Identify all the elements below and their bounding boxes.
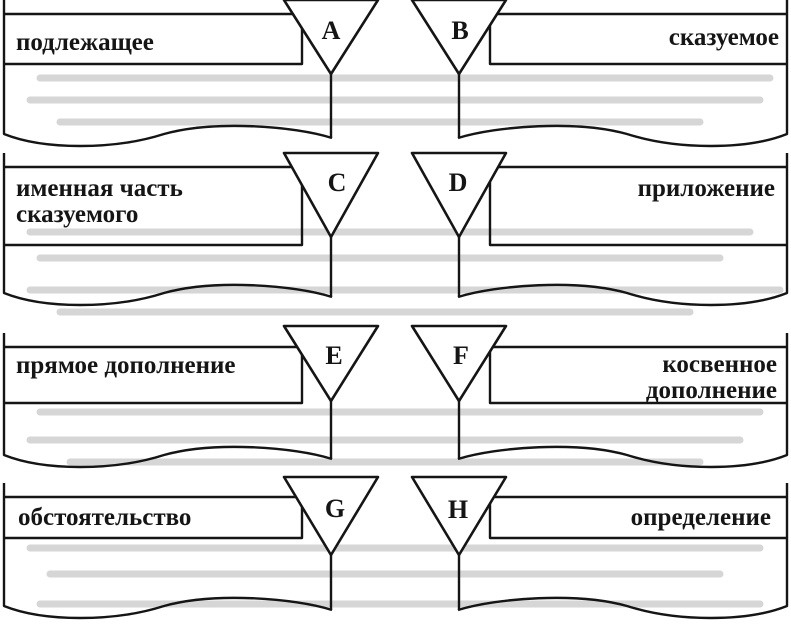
label-predicate: сказуемое bbox=[668, 24, 779, 51]
right-label-box-2 bbox=[488, 345, 787, 405]
left-flag-outline-0 bbox=[2, 0, 333, 148]
left-label-box-0 bbox=[4, 12, 304, 66]
right-label-box-0 bbox=[488, 12, 787, 66]
label-adverbial: обстоятельство bbox=[18, 504, 192, 531]
diagram-rows bbox=[2, 0, 789, 620]
label-indirect-object-line2: дополнение bbox=[645, 377, 777, 404]
label-apposition: приложение bbox=[637, 175, 775, 202]
right-flag-outline-0 bbox=[457, 0, 789, 148]
left-label-box-3 bbox=[4, 495, 304, 540]
label-nominal-part-line2: сказуемого bbox=[16, 201, 139, 228]
right-funnel-1 bbox=[410, 151, 508, 239]
right-funnel-0 bbox=[410, 0, 508, 76]
left-flag-outline-1 bbox=[2, 153, 333, 307]
letter-b: B bbox=[451, 16, 469, 45]
left-label-box-2 bbox=[4, 345, 304, 405]
right-label-box-3 bbox=[488, 495, 787, 540]
letter-d: D bbox=[448, 168, 468, 197]
right-flag-outline-2 bbox=[457, 333, 789, 469]
left-funnel-3 bbox=[282, 475, 380, 557]
right-funnel-3 bbox=[410, 475, 508, 557]
left-flag-outline-3 bbox=[2, 483, 333, 620]
label-direct-object: прямое дополнение bbox=[16, 352, 236, 379]
right-funnel-2 bbox=[410, 324, 508, 403]
label-nominal-part-line1: именная часть bbox=[16, 175, 183, 202]
letter-a: A bbox=[321, 16, 341, 45]
letter-h: H bbox=[447, 495, 469, 524]
right-label-box-1 bbox=[488, 165, 787, 247]
left-funnel-1 bbox=[282, 151, 380, 239]
letter-g: G bbox=[324, 494, 346, 523]
left-funnel-2 bbox=[282, 324, 380, 403]
label-attribute: определение bbox=[630, 504, 771, 531]
right-flag-outline-1 bbox=[457, 153, 789, 307]
label-indirect-object-line1: косвенное bbox=[662, 351, 777, 378]
left-flag-outline-2 bbox=[2, 333, 333, 469]
left-funnel-0 bbox=[282, 0, 380, 76]
right-flag-outline-3 bbox=[457, 483, 789, 620]
letter-f: F bbox=[453, 341, 469, 370]
label-subject: подлежащее bbox=[16, 29, 154, 56]
letter-c: C bbox=[327, 168, 347, 197]
left-label-box-1 bbox=[4, 165, 304, 247]
letter-e: E bbox=[325, 341, 343, 370]
